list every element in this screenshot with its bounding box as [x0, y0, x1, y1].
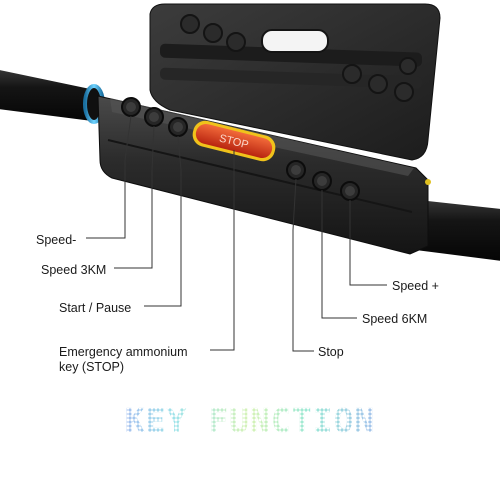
label-speed-minus: Speed-: [36, 233, 77, 247]
speed-plus-key[interactable]: [340, 181, 360, 201]
callout-speed-6km: [321, 190, 357, 319]
left-handlebar: [0, 70, 105, 124]
label-speed-3km: Speed 3KM: [41, 263, 107, 277]
key-function-description-title: KEY FUNCTION DESCRIPTION: [0, 396, 500, 446]
start-pause-key[interactable]: [168, 117, 188, 137]
stop-key[interactable]: [286, 160, 306, 180]
product-photo: STOP Speed- Speed 3: [0, 3, 500, 446]
speed-3km-key[interactable]: [144, 107, 164, 127]
indicator-light: [425, 179, 431, 185]
callout-emergency: [210, 150, 235, 351]
callout-start-pause: [144, 135, 182, 307]
label-speed-plus: Speed +: [392, 279, 439, 293]
callout-speed-minus: [86, 115, 132, 239]
speed-6km-key[interactable]: [312, 171, 332, 191]
speed-minus-key[interactable]: [121, 97, 141, 117]
label-stop: Stop: [318, 345, 344, 359]
console-lid: [149, 3, 441, 161]
emergency-stop-key[interactable]: STOP: [190, 118, 278, 164]
callout-speed-3km: [114, 125, 155, 269]
lid-handle-slot: [261, 29, 329, 53]
treadmill-control-illustration: STOP: [0, 3, 500, 352]
keypad: STOP: [121, 97, 360, 201]
label-start-pause: Start / Pause: [59, 301, 132, 315]
label-emergency-key: Emergency ammonium key (STOP): [59, 345, 188, 374]
callout-lines: [86, 115, 387, 352]
label-speed-6km: Speed 6KM: [362, 312, 428, 326]
callout-stop: [292, 178, 314, 352]
callout-speed-plus: [349, 200, 387, 286]
